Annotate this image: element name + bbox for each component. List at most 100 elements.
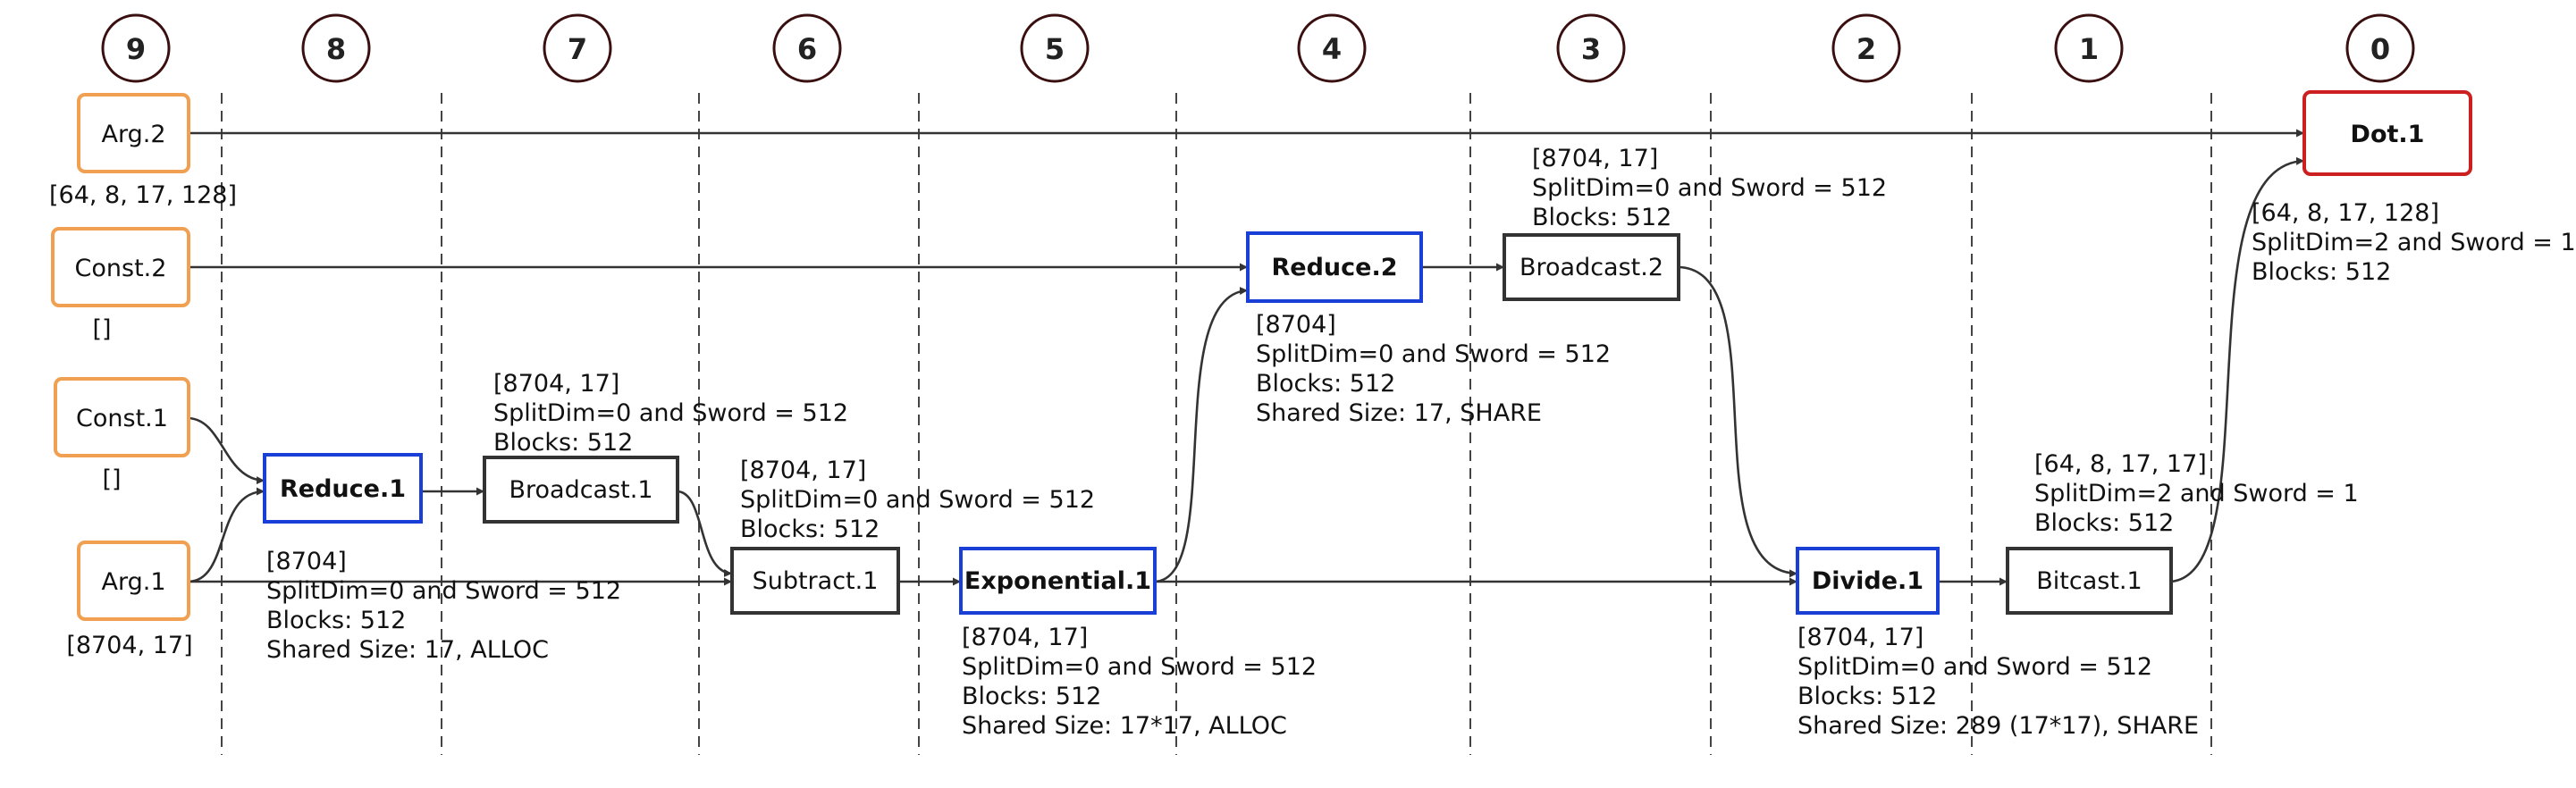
stage-7-label: 7 bbox=[568, 32, 587, 66]
node-reduce1[interactable]: Reduce.1 bbox=[263, 453, 423, 524]
reduce2-annotation-line: Shared Size: 17, SHARE bbox=[1256, 399, 1542, 427]
stage-4-label: 4 bbox=[1322, 32, 1342, 66]
bitcast1-annotation-line: [64, 8, 17, 17] bbox=[2034, 450, 2207, 478]
stage-6: 6 bbox=[772, 13, 842, 83]
stage-1-label: 1 bbox=[2079, 32, 2099, 66]
stage-4: 4 bbox=[1297, 13, 1367, 83]
broadcast2-annotation-line: Blocks: 512 bbox=[1532, 204, 1671, 231]
stage-0-label: 0 bbox=[2370, 32, 2390, 66]
edges bbox=[188, 129, 2305, 586]
node-arg2-label: Arg.2 bbox=[102, 121, 166, 148]
subtract1-annotation-line: Blocks: 512 bbox=[740, 516, 880, 543]
edge-broadcast2-divide1 bbox=[1678, 265, 1798, 578]
exponential1-annotation-line: [8704, 17] bbox=[962, 624, 1088, 651]
broadcast2-annotation-line: [8704, 17] bbox=[1532, 145, 1658, 172]
stage-headers: 9 8 7 6 5 4 3 2 1 0 bbox=[101, 13, 2415, 83]
node-exponential1[interactable]: Exponential.1 bbox=[959, 547, 1157, 615]
divide1-annotation-line: [8704, 17] bbox=[1797, 624, 1924, 651]
stage-2: 2 bbox=[1831, 13, 1901, 83]
bitcast1-annotation-line: Blocks: 512 bbox=[2034, 509, 2174, 537]
broadcast1-annotation-line: SplitDim=0 and Sword = 512 bbox=[493, 399, 848, 427]
dot1-annotation-line: SplitDim=2 and Sword = 1 bbox=[2252, 229, 2576, 256]
node-broadcast2[interactable]: Broadcast.2 bbox=[1503, 233, 1680, 301]
edge-bitcast1-dot1 bbox=[2170, 156, 2305, 583]
const1-shape: [] bbox=[102, 465, 121, 493]
node-const1[interactable]: Const.1 bbox=[54, 377, 190, 457]
node-subtract1[interactable]: Subtract.1 bbox=[730, 547, 900, 615]
arg2-shape: [64, 8, 17, 128] bbox=[49, 181, 237, 209]
broadcast1-annotation-line: [8704, 17] bbox=[493, 370, 619, 398]
stage-9-label: 9 bbox=[126, 32, 146, 66]
divide1-annotation-line: SplitDim=0 and Sword = 512 bbox=[1797, 653, 2152, 681]
bitcast1-annotation-line: SplitDim=2 and Sword = 1 bbox=[2034, 480, 2359, 507]
divide1-annotation-line: Shared Size: 289 (17*17), SHARE bbox=[1797, 712, 2199, 740]
stage-5-label: 5 bbox=[1045, 32, 1065, 66]
node-bitcast1[interactable]: Bitcast.1 bbox=[2006, 547, 2173, 615]
reduce1-annotation-line: SplitDim=0 and Sword = 512 bbox=[266, 577, 621, 605]
edge-const1-reduce1 bbox=[188, 416, 265, 485]
broadcast1-annotation-line: Blocks: 512 bbox=[493, 429, 633, 457]
stage-3: 3 bbox=[1556, 13, 1626, 83]
arg1-shape: [8704, 17] bbox=[66, 632, 192, 659]
subtract1-annotation-line: SplitDim=0 and Sword = 512 bbox=[740, 486, 1095, 514]
reduce2-annotation-line: Blocks: 512 bbox=[1256, 370, 1395, 398]
node-broadcast1[interactable]: Broadcast.1 bbox=[483, 456, 679, 524]
exponential1-annotation-line: Shared Size: 17*17, ALLOC bbox=[962, 712, 1287, 740]
exponential1-annotation-line: Blocks: 512 bbox=[962, 683, 1101, 710]
nodes: Arg.2 Const.2 Const.1 Arg.1 Reduce.1 Bro… bbox=[51, 90, 2472, 621]
edge-broadcast1-subtract1 bbox=[677, 490, 733, 578]
stage-0: 0 bbox=[2345, 13, 2415, 83]
stage-3-label: 3 bbox=[1581, 32, 1601, 66]
node-const2-label: Const.2 bbox=[75, 255, 167, 282]
node-arg2[interactable]: Arg.2 bbox=[77, 93, 190, 173]
subtract1-annotation-line: [8704, 17] bbox=[740, 457, 866, 484]
stage-1: 1 bbox=[2054, 13, 2124, 83]
stage-5: 5 bbox=[1020, 13, 1090, 83]
divide1-annotation-line: Blocks: 512 bbox=[1797, 683, 1937, 710]
node-dot1-label: Dot.1 bbox=[2351, 121, 2425, 148]
reduce2-annotation-line: [8704] bbox=[1256, 311, 1336, 339]
node-dot1[interactable]: Dot.1 bbox=[2302, 90, 2472, 176]
node-const1-label: Const.1 bbox=[76, 405, 168, 432]
stage-2-label: 2 bbox=[1856, 32, 1876, 66]
dot1-annotation-line: [64, 8, 17, 128] bbox=[2252, 199, 2439, 227]
dot1-annotation: [64, 8, 17, 128]SplitDim=2 and Sword = 1… bbox=[2252, 199, 2576, 286]
broadcast2-annotation-line: SplitDim=0 and Sword = 512 bbox=[1532, 174, 1887, 202]
stage-separators bbox=[221, 93, 2212, 755]
stage-7: 7 bbox=[543, 13, 612, 83]
node-reduce2-label: Reduce.2 bbox=[1271, 254, 1397, 281]
input-shapes: [64, 8, 17, 128] [] [] [8704, 17] bbox=[49, 181, 237, 659]
reduce1-annotation-line: [8704] bbox=[266, 548, 347, 575]
edge-arg1-reduce1 bbox=[188, 487, 265, 583]
node-bitcast1-label: Bitcast.1 bbox=[2036, 567, 2142, 595]
node-arg1[interactable]: Arg.1 bbox=[77, 541, 190, 621]
node-broadcast2-label: Broadcast.2 bbox=[1520, 254, 1663, 281]
node-divide1[interactable]: Divide.1 bbox=[1796, 547, 1940, 615]
stage-9: 9 bbox=[101, 13, 171, 83]
node-exponential1-label: Exponential.1 bbox=[964, 567, 1151, 595]
node-divide1-label: Divide.1 bbox=[1812, 567, 1924, 595]
node-const2[interactable]: Const.2 bbox=[51, 227, 190, 307]
reduce1-annotation-line: Blocks: 512 bbox=[266, 607, 406, 634]
stage-8: 8 bbox=[301, 13, 371, 83]
node-broadcast1-label: Broadcast.1 bbox=[509, 476, 652, 504]
node-arg1-label: Arg.1 bbox=[102, 568, 166, 596]
dot1-annotation-line: Blocks: 512 bbox=[2252, 258, 2391, 286]
node-reduce1-label: Reduce.1 bbox=[280, 475, 406, 503]
const2-shape: [] bbox=[92, 315, 111, 343]
node-reduce2[interactable]: Reduce.2 bbox=[1246, 231, 1423, 303]
stage-6-label: 6 bbox=[797, 32, 817, 66]
exponential1-annotation-line: SplitDim=0 and Sword = 512 bbox=[962, 653, 1317, 681]
edge-exponential1-reduce2 bbox=[1154, 287, 1249, 583]
node-subtract1-label: Subtract.1 bbox=[753, 567, 879, 595]
reduce1-annotation-line: Shared Size: 17, ALLOC bbox=[266, 636, 549, 664]
